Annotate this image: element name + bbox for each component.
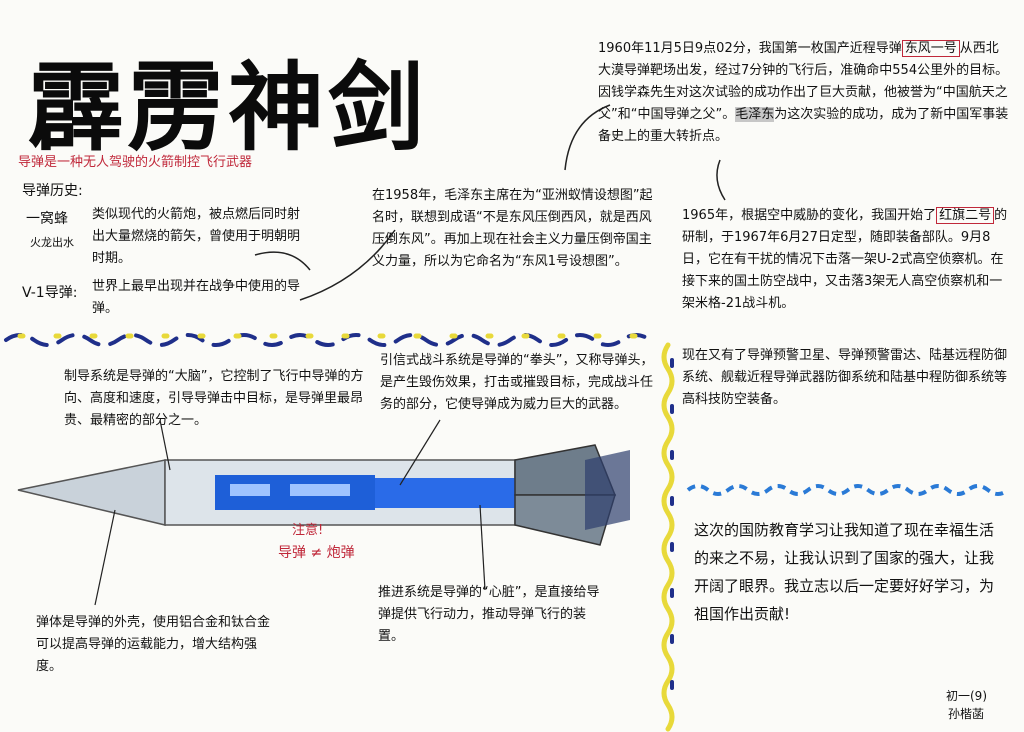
subtitle: 导弹是一种无人驾驶的火箭制控飞行武器 bbox=[18, 155, 253, 170]
dongfeng-1960-text: 1960年11月5日9点02分，我国第一枚国产近程导弹东风一号从西北大漠导弹靶场… bbox=[598, 40, 1009, 144]
history-item1-text: 类似现代的火箭炮，被点燃后同时射出大量燃烧的箭矢，曾使用于明朝明时期。 bbox=[92, 207, 301, 266]
wave-divider-blue bbox=[686, 484, 1010, 496]
missile-illustration bbox=[17, 419, 630, 606]
arrow-history bbox=[254, 251, 311, 271]
highlight-mao: 毛泽东 bbox=[735, 107, 775, 122]
arrow-1960 bbox=[564, 104, 611, 171]
arrow-1958 bbox=[299, 229, 396, 301]
history-item2-text: 世界上最早出现并在战争中使用的导弹。 bbox=[92, 279, 301, 316]
note-text: 导弹 ≠ 炮弹 bbox=[278, 545, 355, 561]
guidance-system-text: 制导系统是导弹的“大脑”，它控制了飞行中导弹的方向、高度和速度，引导导弹击中目标… bbox=[64, 369, 364, 428]
missile-body-text: 弹体是导弹的外壳，使用铝合金和钛合金可以提高导弹的运载能力，增大结构强度。 bbox=[36, 615, 271, 674]
warhead-text: 引信式战斗系统是导弹的“拳头”，又称导弹头，是产生毁伤效果，打击或摧毁目标，完成… bbox=[380, 353, 654, 412]
page-title: 霹雳神剑 bbox=[28, 51, 428, 164]
history-item2-name: V-1导弹: bbox=[22, 285, 78, 301]
signature-name: 孙楷菡 bbox=[948, 707, 985, 721]
note-label: 注意! bbox=[292, 523, 324, 538]
modern-defense-text: 现在又有了导弹预警卫星、导弹预警雷达、陆基远程防御系统、舰载近程导弹武器防御系统… bbox=[682, 348, 1008, 407]
hongqi-1965-text: 1965年，根据空中威胁的变化，我国开始了红旗二号的研制，于1967年6月27日… bbox=[682, 207, 1008, 311]
propulsion-text: 推进系统是导弹的“心脏”，是直接给导弹提供飞行动力，推动导弹飞行的装置。 bbox=[378, 585, 600, 644]
history-heading: 导弹历史: bbox=[22, 183, 83, 199]
missile-engine bbox=[375, 478, 515, 508]
signature-class: 初一(9) bbox=[946, 689, 987, 703]
dongfeng-1958-text: 在1958年，毛泽东主席在为“亚洲蚁情设想图”起名时，联想到成语“不是东风压倒西… bbox=[372, 188, 653, 269]
arrow-1965 bbox=[716, 159, 726, 201]
reflection-text: 这次的国防教育学习让我知道了现在幸福生活的来之不易，让我认识到了国家的强大，让我… bbox=[694, 521, 995, 623]
missile-nose bbox=[17, 459, 166, 526]
history-item1-sub: 火龙出水 bbox=[30, 236, 74, 249]
history-item1-name: 一窝蜂 bbox=[26, 211, 68, 227]
boxed-hongqi-2: 红旗二号 bbox=[936, 207, 995, 224]
wave-divider-vertical bbox=[661, 342, 675, 732]
wave-divider-horizontal bbox=[4, 333, 652, 347]
boxed-dongfeng-1: 东风一号 bbox=[901, 40, 960, 57]
